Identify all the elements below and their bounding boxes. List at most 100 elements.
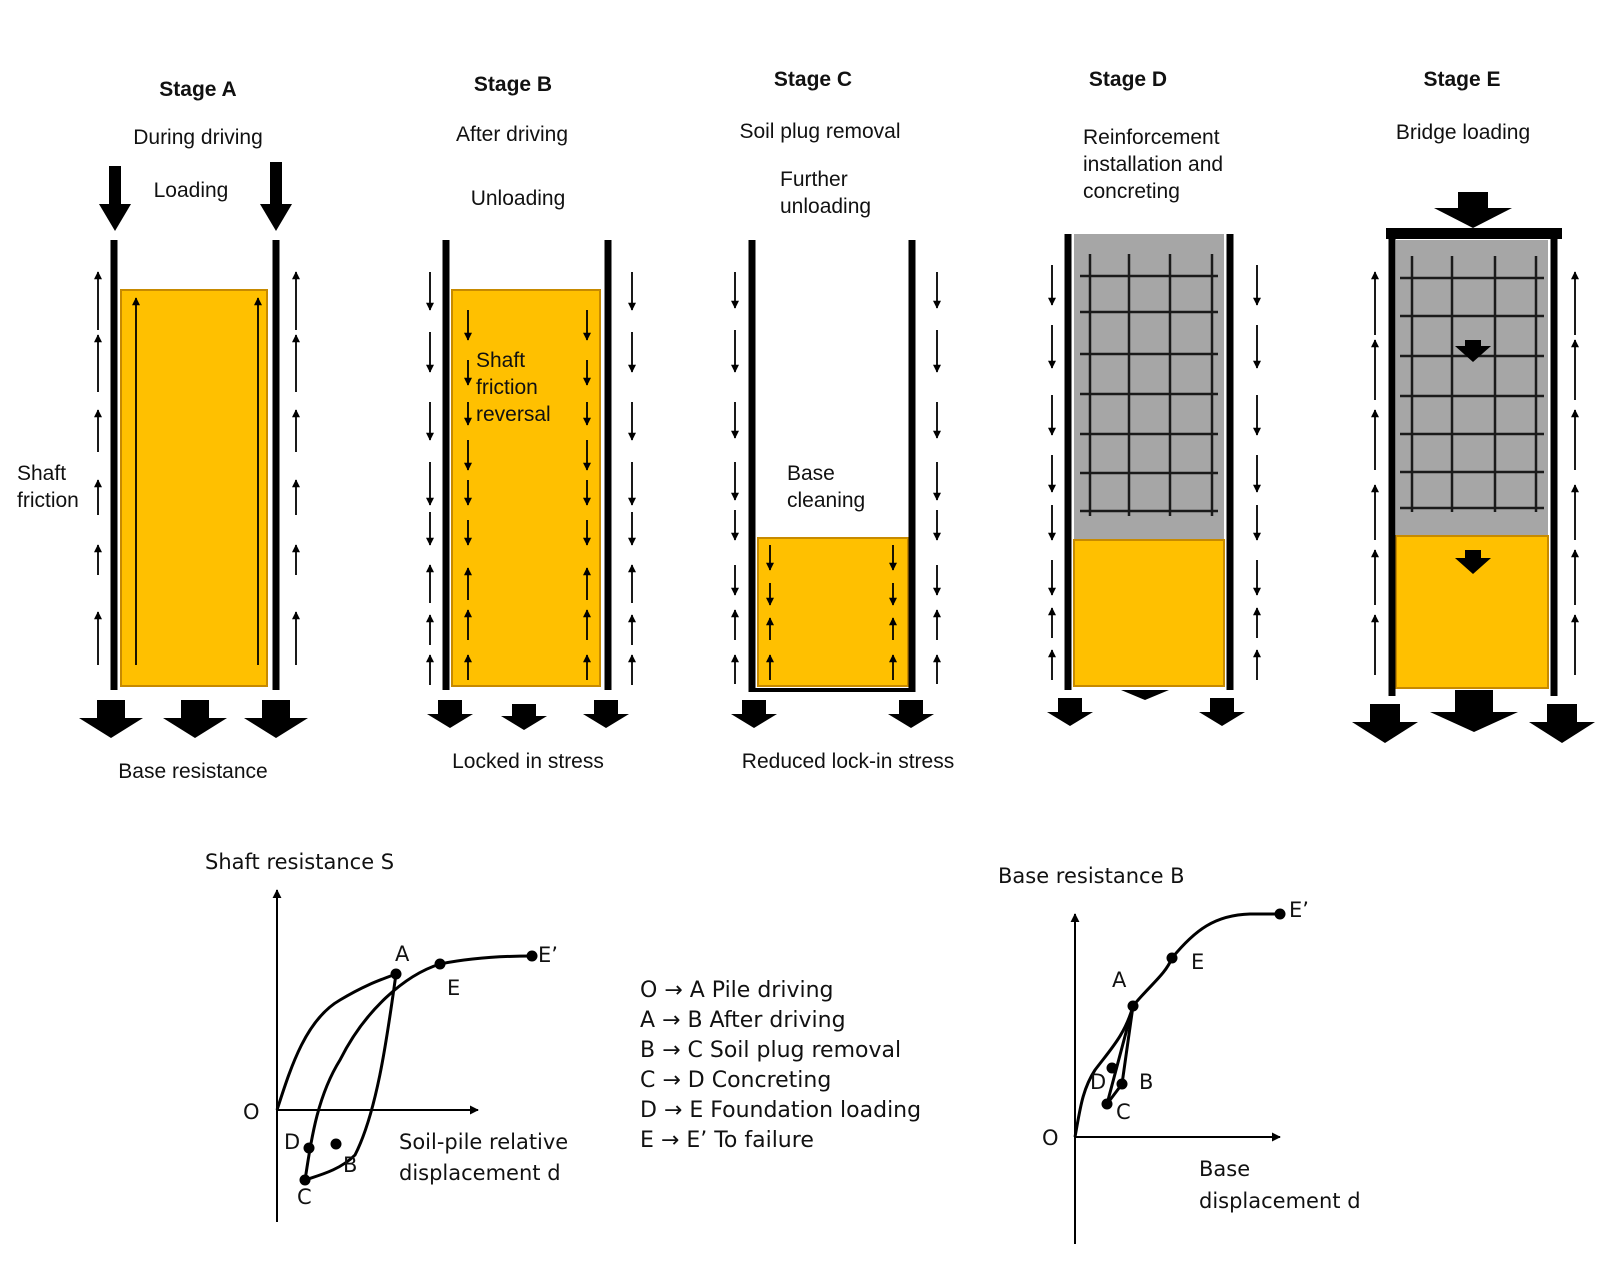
- stage-a-bottom: Base resistance: [118, 760, 268, 783]
- base-point-label-D: D: [1090, 1070, 1107, 1094]
- loading-curve-OA: [275, 972, 397, 1111]
- reinforcement-cage: [1080, 254, 1218, 516]
- legend-item-5: D → E Foundation loading: [640, 1098, 922, 1123]
- loading-curve-OA: [1073, 1005, 1135, 1138]
- stage-e-line-1: Bridge loading: [1395, 121, 1531, 144]
- base-resistance-chart: [1070, 908, 1286, 1244]
- stage-b-inner-1: Shaft: [476, 349, 526, 372]
- point-E-prime: [526, 950, 538, 962]
- shaft-friction-arrows: [93, 271, 301, 665]
- stage-c-bottom: Reduced lock-in stress: [741, 750, 955, 773]
- base-chart-xlabel-2: displacement d: [1199, 1189, 1361, 1213]
- stage-d-line-2: installation and: [1083, 153, 1224, 176]
- base-point-label-A: A: [1112, 968, 1127, 992]
- stage-a-diagram: [79, 162, 308, 738]
- stage-c-line-3: unloading: [780, 195, 872, 218]
- shaft-point-label-C: C: [297, 1185, 312, 1209]
- friction-arrows: [730, 272, 942, 684]
- base-point-label-E: E: [1191, 950, 1205, 974]
- shaft-friction-label-2: friction: [17, 489, 79, 512]
- point-E: [1166, 952, 1178, 964]
- reversed-friction-arrows: [425, 272, 637, 685]
- shaft-resistance-chart: [272, 889, 538, 1222]
- legend-item-1: O → A Pile driving: [640, 978, 834, 1003]
- point-C: [1101, 1098, 1113, 1110]
- pile-cap: [1386, 228, 1562, 239]
- base-stress-arrows: [1047, 690, 1245, 726]
- internal-load-arrow: [1455, 558, 1491, 574]
- stage-a-title: Stage A: [159, 78, 237, 101]
- loading-arrow-left: [99, 166, 131, 231]
- stage-d-title: Stage D: [1088, 68, 1168, 91]
- stage-c-line-2: Further: [780, 168, 848, 191]
- point-E-prime: [1274, 908, 1286, 920]
- point-B: [330, 1138, 342, 1150]
- friction-arrows: [1047, 265, 1262, 680]
- bridge-load-arrow: [1434, 192, 1512, 228]
- shaft-point-label-A: A: [395, 942, 410, 966]
- reloading-curve-CE: [303, 954, 533, 1181]
- shaft-point-label-E: E: [447, 976, 461, 1000]
- point-B: [1116, 1078, 1128, 1090]
- stage-d-line-3: concreting: [1083, 180, 1180, 203]
- stage-b-line-2: Unloading: [470, 187, 566, 210]
- stage-b-bottom: Locked in stress: [452, 750, 604, 773]
- base-point-label-E-prime: E’: [1289, 898, 1309, 922]
- point-E: [434, 958, 446, 970]
- base-chart-ylabel: Base resistance B: [998, 864, 1185, 888]
- base-resistance-arrows: [79, 700, 308, 738]
- concrete-fill: [1396, 240, 1548, 536]
- stage-a-line-1: During driving: [133, 126, 263, 149]
- shaft-point-label-D: D: [284, 1130, 301, 1154]
- stage-c-title: Stage C: [773, 68, 853, 91]
- stage-a-line-2: Loading: [153, 179, 229, 202]
- stage-b-diagram: [425, 240, 637, 730]
- soil-plug-remaining: [757, 537, 909, 687]
- internal-load-arrow: [1455, 346, 1491, 362]
- soil-plug: [120, 289, 268, 687]
- shaft-friction-label-1: Shaft: [17, 462, 67, 485]
- stage-c-inner-2: cleaning: [787, 489, 866, 512]
- stage-e-diagram: [1352, 192, 1595, 743]
- base-point-label-B: B: [1139, 1070, 1154, 1094]
- shaft-chart-xlabel-2: displacement d: [399, 1161, 561, 1185]
- stage-b-inner-2: friction: [476, 376, 538, 399]
- stage-e-title: Stage E: [1423, 68, 1501, 91]
- shaft-chart-origin: O: [243, 1100, 260, 1124]
- soil-plug: [451, 289, 601, 687]
- point-A: [1127, 1000, 1139, 1012]
- concrete-fill: [1074, 234, 1224, 540]
- legend-item-3: B → C Soil plug removal: [640, 1038, 902, 1063]
- soil-plug-remaining: [1073, 539, 1225, 687]
- stage-b-inner-3: reversal: [476, 403, 551, 426]
- shaft-chart-xlabel-1: Soil-pile relative: [399, 1130, 569, 1154]
- base-point-label-C: C: [1116, 1100, 1131, 1124]
- point-D: [1106, 1062, 1118, 1074]
- base-chart-origin: O: [1042, 1126, 1059, 1150]
- shaft-point-label-B: B: [343, 1153, 358, 1177]
- stage-c-inner-1: Base: [787, 462, 835, 485]
- legend-item-4: C → D Concreting: [640, 1068, 832, 1093]
- stage-b-line-1: After driving: [455, 123, 569, 146]
- stage-c-line-1: Soil plug removal: [739, 120, 901, 143]
- point-D: [303, 1142, 315, 1154]
- point-A: [390, 968, 402, 980]
- stage-c-diagram: [730, 240, 942, 728]
- locked-stress-arrows: [427, 700, 629, 730]
- stage-d-diagram: [1047, 234, 1262, 726]
- unloading-curve-AC: [304, 973, 398, 1182]
- point-C: [299, 1174, 311, 1186]
- shaft-point-label-E-prime: E’: [538, 943, 558, 967]
- friction-arrows: [1370, 271, 1580, 675]
- reinforcement-cage: [1400, 256, 1544, 512]
- legend-item-6: E → E’ To failure: [640, 1128, 814, 1153]
- stage-d-line-1: Reinforcement: [1083, 126, 1220, 149]
- legend-item-2: A → B After driving: [640, 1008, 846, 1033]
- stage-b-title: Stage B: [473, 73, 553, 96]
- shaft-chart-ylabel: Shaft resistance S: [205, 850, 395, 874]
- base-chart-xlabel-1: Base: [1199, 1157, 1251, 1181]
- reduced-stress-arrows: [731, 700, 934, 728]
- base-stress-arrows: [1352, 690, 1595, 743]
- loading-arrow-right: [260, 162, 292, 231]
